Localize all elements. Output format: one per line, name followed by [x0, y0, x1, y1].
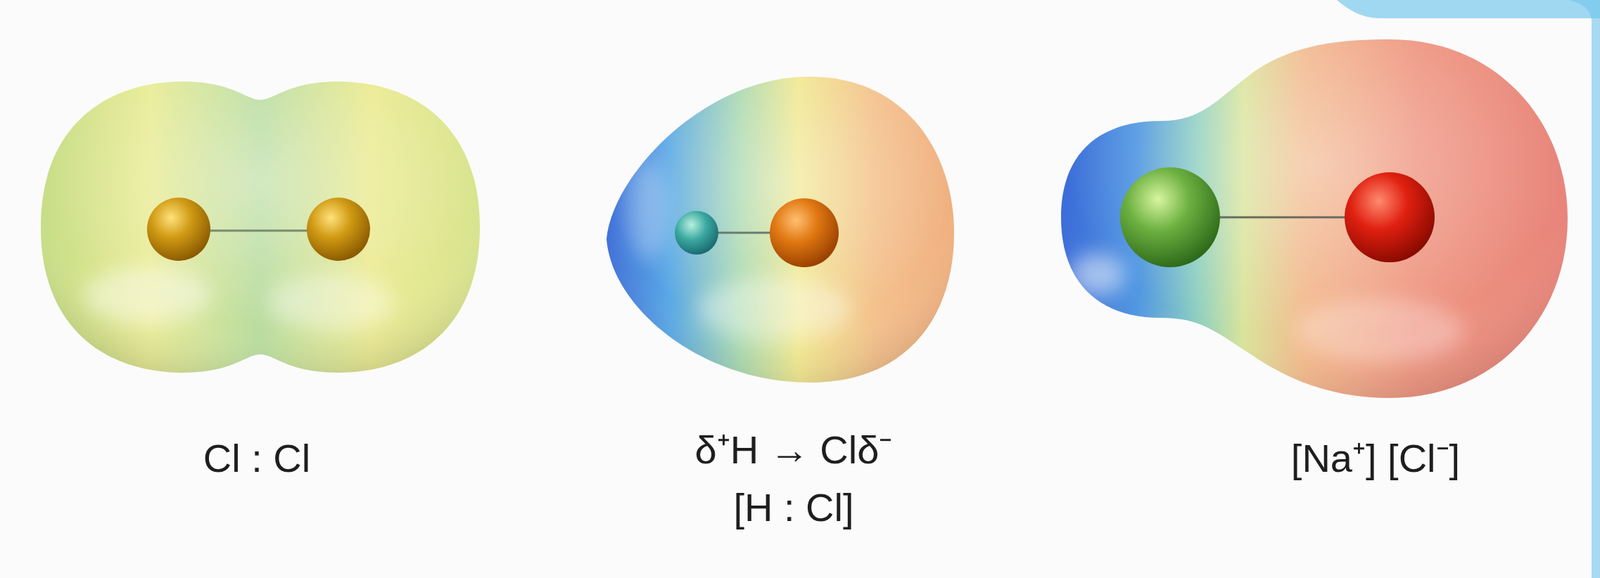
- potential-surface: [40, 81, 480, 373]
- hcl-molecule: [606, 76, 955, 383]
- formula-label: [H : Cl]: [733, 485, 854, 531]
- chlorine-atom: [769, 198, 839, 268]
- sodium-ion: [1120, 167, 1221, 268]
- chlorine-atom: [306, 197, 371, 262]
- formula-label: δ⁺H → Clδ⁻: [695, 427, 893, 473]
- chloride-ion: [1344, 172, 1435, 263]
- nacl-pair: [1061, 39, 1568, 399]
- potential-surface: [606, 76, 955, 383]
- chlorine-atom: [147, 197, 211, 262]
- corner-decoration: [1569, 0, 1600, 578]
- potential-surface: [1061, 39, 1568, 399]
- cl2-molecule: [40, 81, 480, 373]
- corner-decoration: [1336, 0, 1600, 19]
- hydrogen-atom: [674, 211, 719, 255]
- formula-label: Cl : Cl: [203, 436, 311, 482]
- formula-label: [Na⁺] [Cl⁻]: [1291, 436, 1460, 482]
